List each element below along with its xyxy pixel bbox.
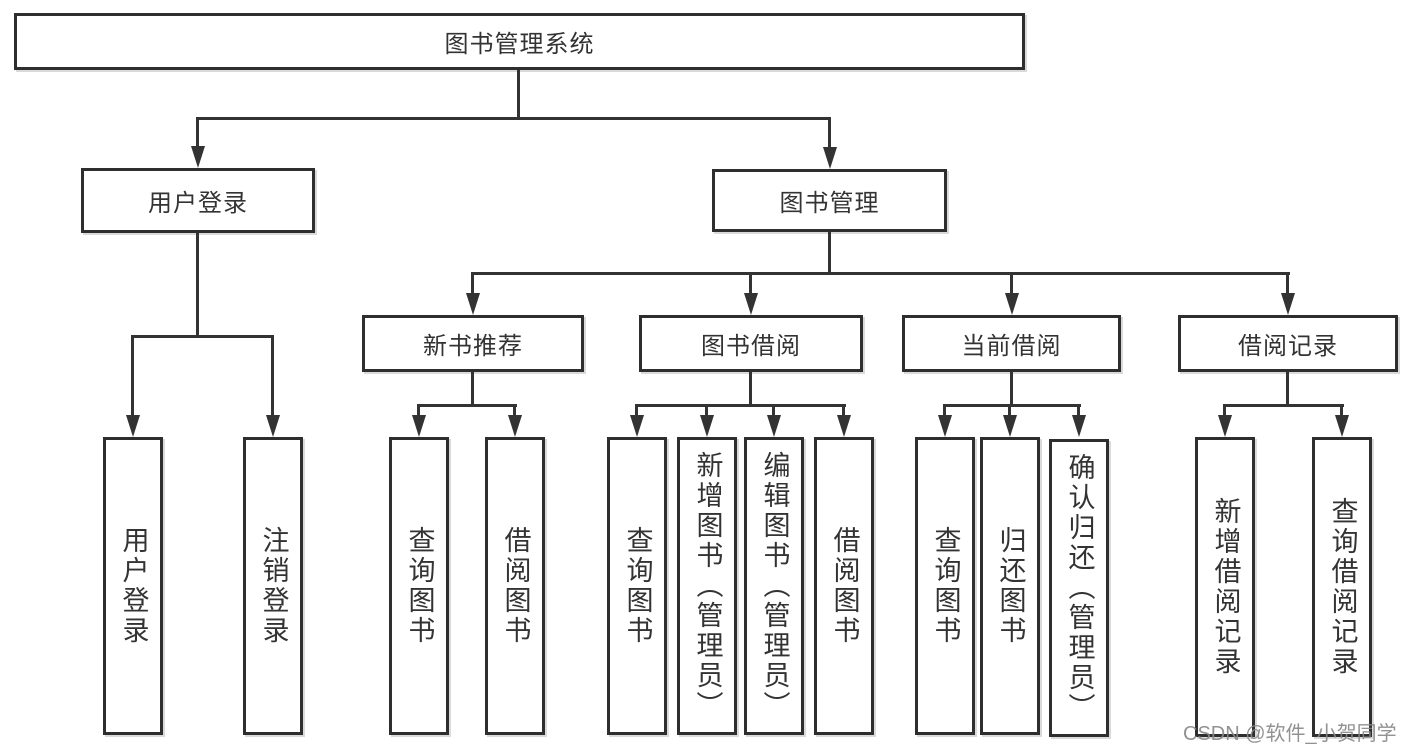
arrow-down-icon [1072, 415, 1086, 437]
arrow-down-icon [508, 415, 522, 437]
connector-line [471, 272, 474, 299]
connector-line [1223, 404, 1226, 417]
leaf-user-login: 用户登录 [103, 437, 163, 735]
arrow-down-icon [744, 293, 758, 315]
node-book-borrowing: 图书借阅 [639, 315, 863, 372]
connector-line [417, 404, 517, 407]
leaf-add-borrow-record: 新增借阅记录 [1195, 437, 1255, 737]
connector-line [635, 404, 638, 417]
leaf-label: 借阅图书 [500, 526, 531, 646]
arrow-down-icon [767, 415, 781, 437]
arrow-down-icon [837, 415, 851, 437]
connector-line [635, 404, 846, 407]
node-root-label: 图书管理系统 [444, 31, 595, 58]
connector-line [828, 232, 831, 274]
leaf-add-books-admin: 新增图书（管理员） [677, 437, 737, 735]
connector-line [1286, 372, 1289, 407]
leaf-borrow-books-recommend: 借阅图书 [485, 437, 545, 735]
connector-line [131, 335, 274, 338]
arrow-down-icon [938, 415, 952, 437]
node-label: 图书管理 [779, 190, 880, 217]
arrow-down-icon [191, 146, 205, 168]
leaf-label: 确认归还（管理员） [1064, 453, 1095, 723]
leaf-label: 新增图书（管理员） [692, 451, 723, 721]
connector-line [196, 117, 199, 152]
connector-line [517, 70, 520, 118]
connector-line [1008, 404, 1011, 417]
connector-line [1077, 404, 1080, 417]
connector-line [1223, 404, 1344, 407]
leaf-label: 用户登录 [118, 526, 149, 646]
connector-line [749, 372, 752, 407]
leaf-logout: 注销登录 [243, 437, 303, 735]
csdn-watermark: CSDN @软件_小贺同学 [1183, 723, 1397, 745]
connector-line [417, 404, 420, 417]
connector-line [1010, 372, 1013, 407]
connector-line [749, 272, 752, 299]
node-new-book-recommend: 新书推荐 [362, 315, 584, 372]
arrow-down-icon [126, 415, 140, 437]
node-label: 借阅记录 [1238, 333, 1338, 360]
connector-line [271, 335, 274, 417]
leaf-confirm-return-admin: 确认归还（管理员） [1049, 439, 1109, 737]
leaf-borrow-books: 借阅图书 [814, 437, 874, 735]
connector-line [705, 404, 708, 417]
arrow-down-icon [1003, 415, 1017, 437]
arrow-down-icon [1005, 293, 1019, 315]
node-label: 当前借阅 [961, 333, 1062, 360]
leaf-label: 注销登录 [258, 526, 289, 646]
connector-line [196, 117, 831, 120]
connector-line [471, 272, 1290, 275]
node-label: 新书推荐 [423, 333, 523, 360]
node-current-borrowing: 当前借阅 [902, 315, 1121, 372]
connector-line [943, 404, 1081, 407]
leaf-label: 查询图书 [404, 526, 435, 646]
leaf-query-borrow-record: 查询借阅记录 [1312, 437, 1372, 737]
arrow-down-icon [700, 415, 714, 437]
node-label: 用户登录 [148, 190, 248, 217]
node-root: 图书管理系统 [14, 13, 1025, 70]
leaf-label: 查询图书 [622, 526, 653, 646]
arrow-down-icon [1335, 415, 1349, 437]
connector-line [131, 335, 134, 417]
connector-line [471, 372, 474, 407]
connector-line [943, 404, 946, 417]
leaf-query-books-recommend: 查询图书 [389, 437, 449, 735]
arrow-down-icon [1218, 415, 1232, 437]
arrow-down-icon [1281, 293, 1295, 315]
leaf-return-books: 归还图书 [980, 437, 1040, 735]
node-borrowing-records: 借阅记录 [1178, 315, 1398, 372]
connector-line [842, 404, 845, 417]
arrow-down-icon [630, 415, 644, 437]
leaf-label: 新增借阅记录 [1210, 497, 1241, 677]
node-book-management: 图书管理 [712, 169, 947, 232]
connector-line [196, 233, 199, 337]
arrow-down-icon [412, 415, 426, 437]
arrow-down-icon [266, 415, 280, 437]
leaf-label: 查询借阅记录 [1327, 497, 1358, 677]
arrow-down-icon [466, 293, 480, 315]
leaf-query-books-borrow: 查询图书 [607, 437, 667, 735]
connector-line [1010, 272, 1013, 299]
connector-line [1340, 404, 1343, 417]
arrow-down-icon [823, 147, 837, 169]
leaf-label: 编辑图书（管理员） [759, 451, 790, 721]
connector-line [828, 117, 831, 153]
connector-line [772, 404, 775, 417]
connector-line [1286, 272, 1289, 299]
leaf-label: 查询图书 [930, 526, 961, 646]
leaf-label: 借阅图书 [829, 526, 860, 646]
node-label: 图书借阅 [701, 333, 801, 360]
leaf-query-books-current: 查询图书 [915, 437, 975, 735]
leaf-label: 归还图书 [995, 526, 1026, 646]
leaf-edit-books-admin: 编辑图书（管理员） [744, 437, 804, 735]
node-user-login: 用户登录 [81, 168, 315, 233]
connector-line [513, 404, 516, 417]
